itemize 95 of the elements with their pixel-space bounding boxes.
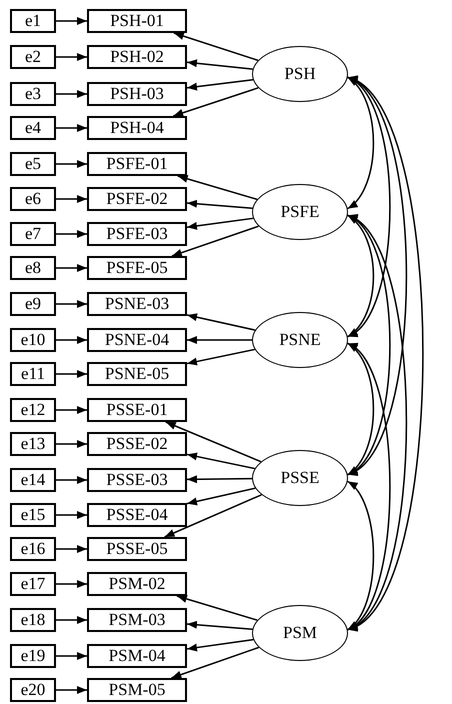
double-headed-arrow	[347, 342, 374, 476]
double-headed-arrow	[347, 76, 391, 338]
latent-variable-ellipse: PSM	[252, 605, 348, 661]
double-headed-arrow	[347, 214, 391, 476]
arrow	[56, 124, 87, 132]
arrow	[187, 475, 252, 484]
indicator-box: PSFE-05	[87, 256, 187, 280]
indicator-box: PSFE-02	[87, 187, 187, 211]
indicator-box: PSNE-03	[87, 292, 187, 316]
error-term-box: e11	[10, 362, 56, 386]
error-term-box: e7	[10, 222, 56, 246]
arrow	[56, 616, 87, 624]
double-headed-arrow	[347, 342, 391, 630]
arrow	[187, 336, 252, 344]
latent-variable-ellipse: PSH	[252, 46, 348, 102]
double-headed-arrow	[347, 214, 374, 338]
arrow	[186, 313, 256, 331]
arrow	[186, 452, 255, 470]
arrow	[172, 87, 258, 117]
error-term-box: e6	[10, 187, 56, 211]
error-term-box: e1	[10, 9, 56, 33]
latent-variable-ellipse: PSSE	[252, 450, 348, 506]
indicator-box: PSM-05	[87, 678, 187, 702]
error-term-box: e12	[10, 398, 56, 422]
arrow	[56, 230, 87, 238]
latent-variable-ellipse: PSNE	[252, 312, 348, 368]
arrow	[56, 53, 87, 61]
indicator-box: PSSE-04	[87, 503, 187, 527]
arrow	[56, 90, 87, 98]
arrow	[56, 580, 87, 588]
indicator-box: PSSE-01	[87, 398, 187, 422]
error-term-box: e2	[10, 45, 56, 69]
arrow	[186, 200, 252, 209]
arrow	[186, 218, 254, 230]
double-headed-arrow	[347, 480, 374, 630]
arrow	[56, 511, 87, 519]
arrow	[56, 476, 87, 484]
indicator-box: PSM-03	[87, 608, 187, 632]
double-headed-arrow	[347, 76, 374, 210]
arrow	[56, 545, 87, 553]
arrow	[186, 59, 253, 70]
error-term-box: e8	[10, 256, 56, 280]
indicator-box: PSH-03	[87, 82, 187, 106]
error-term-box: e17	[10, 572, 56, 596]
error-term-box: e19	[10, 644, 56, 668]
arrow	[56, 652, 87, 660]
indicator-box: PSFE-01	[87, 152, 187, 176]
indicator-box: PSSE-02	[87, 432, 187, 456]
arrow	[172, 226, 259, 257]
error-term-box: e10	[10, 328, 56, 352]
arrow	[56, 160, 87, 168]
error-term-box: e20	[10, 678, 56, 702]
indicator-box: PSM-04	[87, 644, 187, 668]
arrow	[176, 595, 258, 621]
error-term-box: e14	[10, 468, 56, 492]
indicator-box: PSNE-04	[87, 328, 187, 352]
arrow	[56, 370, 87, 378]
indicator-box: PSM-02	[87, 572, 187, 596]
error-term-box: e3	[10, 82, 56, 106]
arrow	[186, 620, 252, 630]
double-headed-arrow	[347, 214, 408, 630]
arrow	[186, 638, 254, 652]
error-term-box: e5	[10, 152, 56, 176]
indicator-box: PSNE-05	[87, 362, 187, 386]
arrow	[56, 264, 87, 272]
arrow	[56, 406, 87, 414]
arrow	[56, 440, 87, 448]
arrow	[56, 336, 87, 344]
double-headed-arrow	[347, 76, 408, 476]
arrow	[56, 686, 87, 694]
error-term-box: e15	[10, 503, 56, 527]
arrow	[164, 494, 262, 538]
arrow	[186, 348, 255, 366]
indicator-box: PSSE-03	[87, 468, 187, 492]
indicator-box: PSH-02	[87, 45, 187, 69]
arrow	[186, 79, 254, 91]
indicator-box: PSH-04	[87, 116, 187, 140]
arrow	[56, 300, 87, 308]
error-term-box: e4	[10, 116, 56, 140]
error-term-box: e13	[10, 432, 56, 456]
error-term-box: e18	[10, 608, 56, 632]
arrow	[56, 17, 87, 25]
error-term-box: e16	[10, 537, 56, 561]
indicator-box: PSFE-03	[87, 222, 187, 246]
arrow	[186, 487, 256, 506]
arrow	[165, 421, 262, 462]
arrow	[56, 195, 87, 203]
indicator-box: PSH-01	[87, 9, 187, 33]
latent-variable-ellipse: PSFE	[252, 184, 348, 240]
arrow	[171, 646, 260, 679]
arrow	[178, 175, 258, 200]
error-term-box: e9	[10, 292, 56, 316]
arrow	[174, 32, 258, 62]
indicator-box: PSSE-05	[87, 537, 187, 561]
double-headed-arrow	[347, 76, 424, 630]
